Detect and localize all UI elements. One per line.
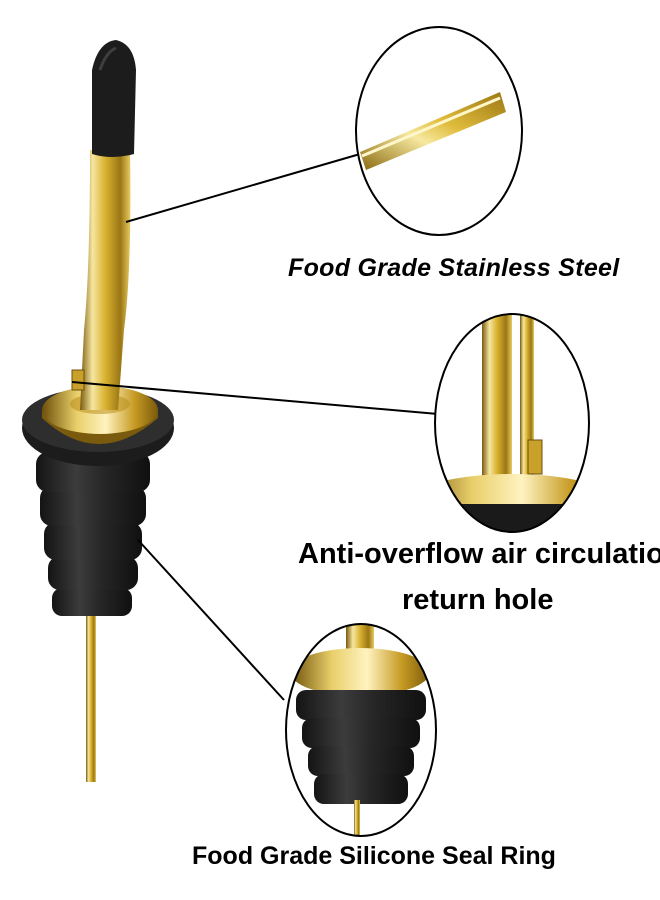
magnified-seal-icon <box>285 623 437 837</box>
magnified-tube-icon <box>355 26 523 236</box>
spout-tip <box>92 40 136 157</box>
seal-ring-label: Food Grade Silicone Seal Ring <box>192 842 556 870</box>
magnified-air-hole-icon <box>434 313 590 533</box>
leader-lines <box>71 153 439 701</box>
air-tube <box>86 600 96 782</box>
leader-line-steel <box>125 153 361 223</box>
leader-line-hole <box>71 381 439 415</box>
leader-line-seal <box>137 539 285 701</box>
air-hole-label-line-1: Anti-overflow air circulation <box>298 538 660 570</box>
stainless-steel-label: Food Grade Stainless Steel <box>288 254 620 282</box>
air-hole <box>71 369 85 391</box>
air-hole-label-line-2: return hole <box>402 584 554 616</box>
pour-spout-icon <box>22 40 174 782</box>
spout-tube <box>80 150 131 410</box>
